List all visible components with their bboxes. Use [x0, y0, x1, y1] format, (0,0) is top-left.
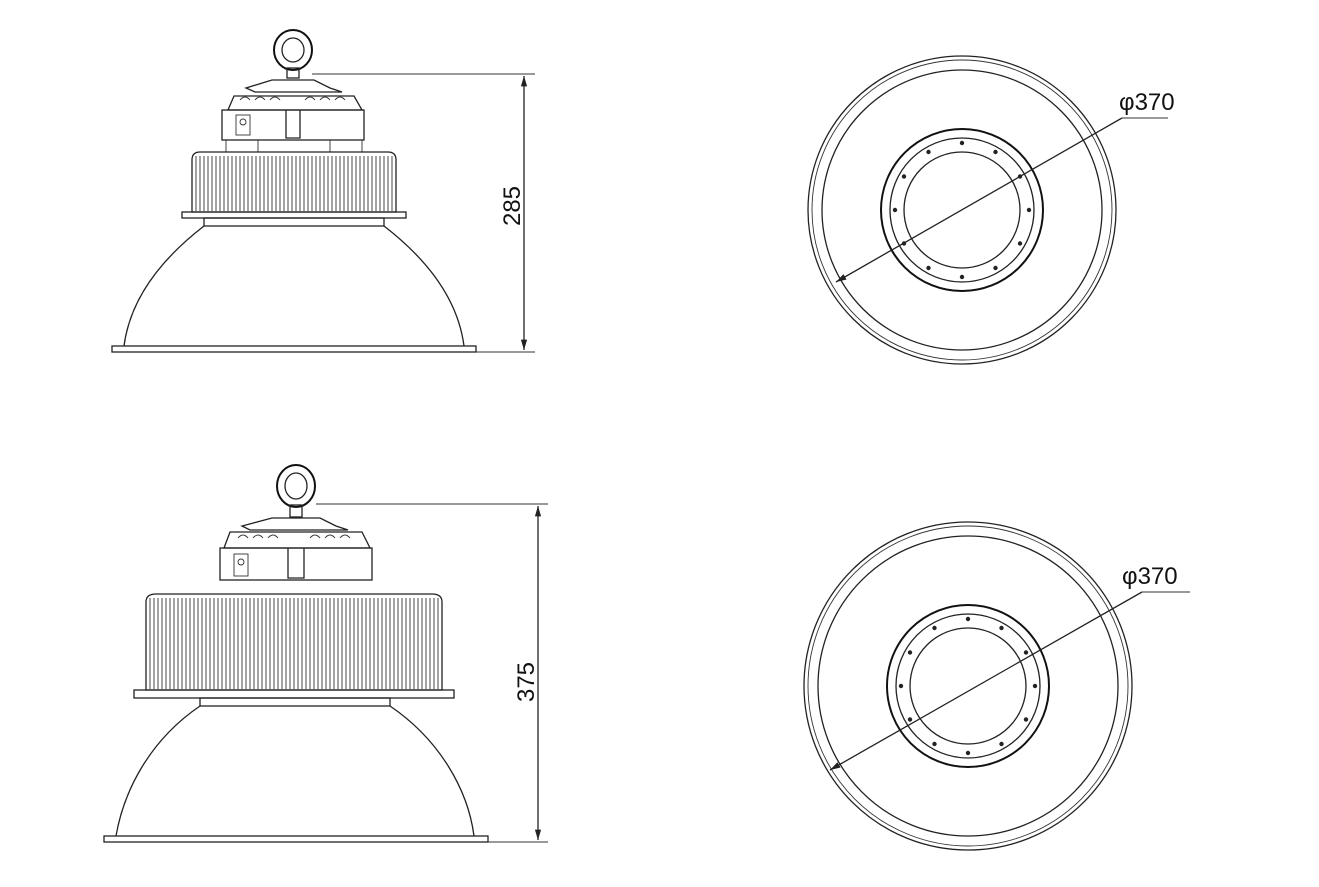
- bolt-hole: [932, 741, 937, 747]
- bolt-hole: [1026, 207, 1032, 213]
- top-view-large: φ370: [803, 521, 1190, 851]
- bolt-hole: [1023, 717, 1029, 722]
- bolt-hole: [1023, 650, 1029, 655]
- bolt-hole: [993, 149, 998, 155]
- bolt-hole: [932, 625, 937, 631]
- bolt-hole: [959, 274, 965, 280]
- hanging-ring-small: [273, 29, 313, 79]
- hanging-ring-large: [276, 464, 316, 518]
- height-dimension-small: 285: [312, 73, 535, 353]
- driver-cap-small: [221, 79, 365, 152]
- bolt-holes-large: [898, 616, 1038, 756]
- heat-sink-large: [133, 593, 455, 707]
- diameter-dimension-small: φ370: [835, 89, 1175, 283]
- bolt-hole: [901, 174, 907, 179]
- top-view-small: φ370: [807, 55, 1175, 365]
- bolt-hole: [907, 650, 913, 655]
- bolt-hole: [898, 683, 904, 689]
- bolt-hole: [999, 625, 1004, 631]
- side-view-large: 375: [103, 464, 548, 843]
- bolt-hole: [1032, 683, 1038, 689]
- height-dimension-large: 375: [316, 503, 548, 843]
- bolt-hole: [907, 717, 913, 722]
- bolt-hole: [1017, 241, 1023, 246]
- height-label-285: 285: [499, 186, 526, 226]
- bolt-hole: [965, 616, 971, 622]
- bolt-hole: [993, 265, 998, 271]
- reflector-large: [103, 705, 489, 843]
- bolt-hole: [892, 207, 898, 213]
- driver-cap-large: [219, 517, 373, 581]
- bolt-hole: [999, 741, 1004, 747]
- bolt-hole: [926, 149, 931, 155]
- diameter-label-small: φ370: [1119, 89, 1175, 116]
- height-label-375: 375: [513, 662, 540, 702]
- bolt-hole: [965, 750, 971, 756]
- bolt-holes-small: [892, 140, 1032, 280]
- diameter-label-large: φ370: [1122, 563, 1178, 590]
- side-view-small: 285: [111, 29, 535, 353]
- bolt-hole: [926, 265, 931, 271]
- diameter-dimension-large: φ370: [829, 563, 1190, 771]
- bolt-hole: [959, 140, 965, 146]
- reflector-small: [111, 225, 477, 353]
- heat-sink-small: [181, 151, 407, 227]
